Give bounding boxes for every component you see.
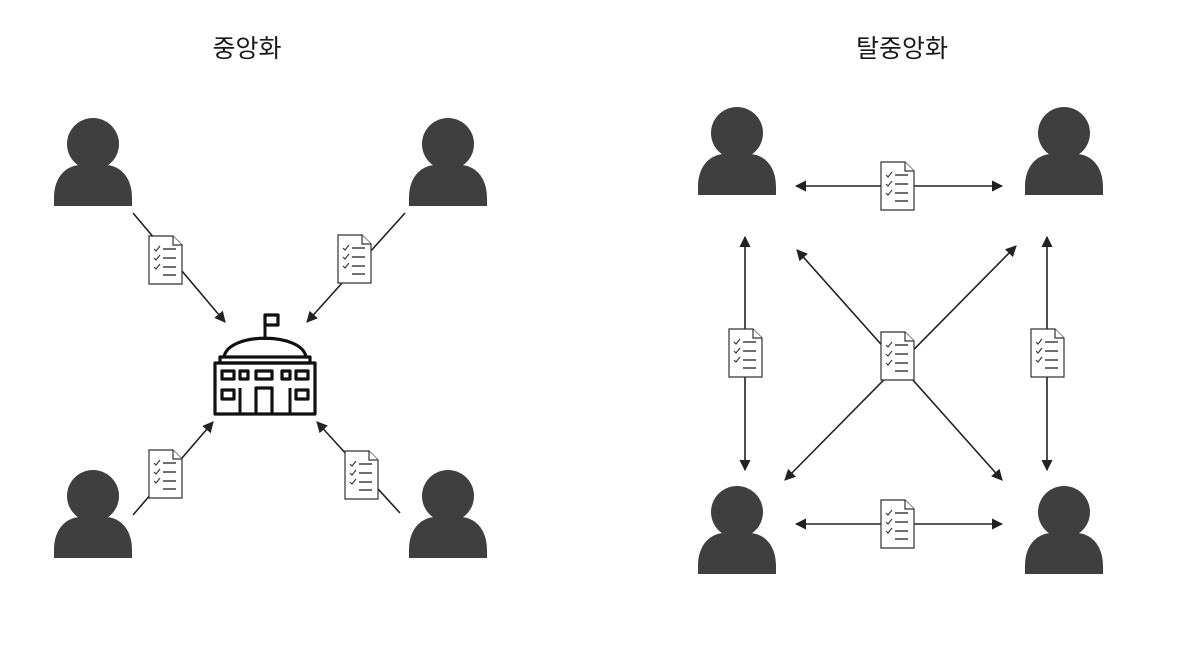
checklist-document-icon xyxy=(880,499,915,549)
checklist-document-icon xyxy=(337,234,372,284)
user-icon xyxy=(698,107,776,195)
user-icon xyxy=(54,118,132,206)
government-building-icon xyxy=(213,313,317,416)
user-icon xyxy=(54,470,132,558)
checklist-document-icon xyxy=(880,161,915,211)
checklist-document-icon xyxy=(728,328,763,378)
user-icon xyxy=(1025,107,1103,195)
checklist-document-icon xyxy=(344,450,379,500)
centralized-diagram: 중앙화 xyxy=(54,34,487,558)
user-icon xyxy=(409,118,487,206)
user-icon xyxy=(698,486,776,574)
decentralized-diagram: 탈중앙화 xyxy=(698,34,1103,574)
user-icon xyxy=(409,470,487,558)
decentralized-title: 탈중앙화 xyxy=(856,34,948,63)
checklist-document-icon xyxy=(148,449,183,499)
user-icon xyxy=(1025,486,1103,574)
checklist-document-icon xyxy=(880,331,915,381)
checklist-document-icon xyxy=(148,235,183,285)
checklist-document-icon xyxy=(1030,328,1065,378)
centralized-title: 중앙화 xyxy=(212,34,281,63)
